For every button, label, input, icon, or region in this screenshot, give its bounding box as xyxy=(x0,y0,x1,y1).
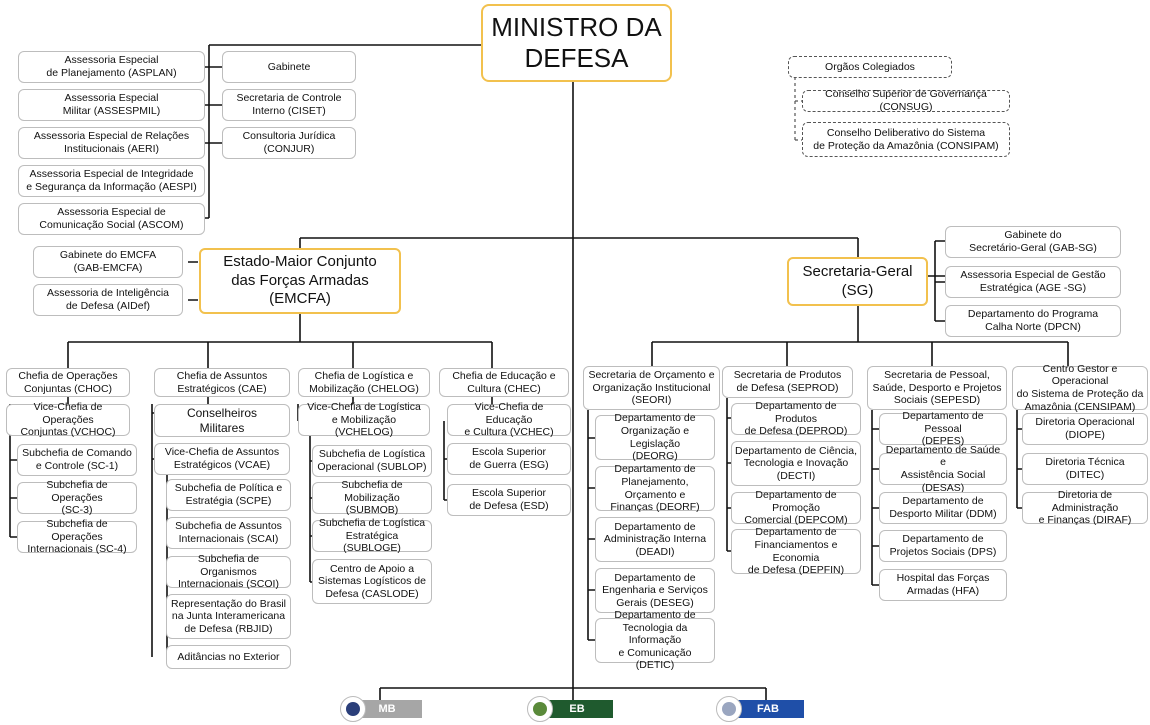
unit-dps[interactable]: Departamento de Projetos Sociais (DPS) xyxy=(879,530,1007,562)
unit-submob[interactable]: Subchefia de Mobilização (SUBMOB) xyxy=(312,479,432,516)
air-force-emblem-icon xyxy=(716,696,742,722)
unit-deorg[interactable]: Departamento de Organização e Legislação… xyxy=(595,412,715,462)
unit-sc4[interactable]: Subchefia de Operações Internacionais (S… xyxy=(17,518,137,555)
force-fab[interactable]: FAB xyxy=(732,700,804,718)
unit-desas[interactable]: Departamento de Saúde e Assistência Soci… xyxy=(879,444,1007,494)
unit-depes[interactable]: Departamento de Pessoal (DEPES) xyxy=(879,410,1007,447)
unit-vchoc[interactable]: Vice-Chefia de Operações Conjuntas (VCHO… xyxy=(6,401,130,438)
unit-chelog[interactable]: Chefia de Logística e Mobilização (CHELO… xyxy=(298,368,430,397)
unit-age-sg[interactable]: Assessoria Especial de Gestão Estratégic… xyxy=(945,266,1121,298)
unit-rbjid[interactable]: Representação do Brasil na Junta Interam… xyxy=(166,594,291,639)
unit-ciset[interactable]: Secretaria de Controle Interno (CISET) xyxy=(222,89,356,121)
unit-diraf[interactable]: Diretoria de Administração e Finanças (D… xyxy=(1022,489,1148,526)
unit-ditec[interactable]: Diretoria Técnica (DITEC) xyxy=(1022,453,1148,485)
emcfa-box[interactable]: Estado-Maior Conjunto das Forças Armadas… xyxy=(199,248,401,314)
unit-esd[interactable]: Escola Superior de Defesa (ESD) xyxy=(447,484,571,516)
unit-vchelog[interactable]: Vice-Chefia de Logística e Mobilização (… xyxy=(298,401,430,438)
unit-gabinete[interactable]: Gabinete xyxy=(222,51,356,83)
unit-asplan[interactable]: Assessoria Especial de Planejamento (ASP… xyxy=(18,51,205,83)
unit-esg[interactable]: Escola Superior de Guerra (ESG) xyxy=(447,443,571,475)
force-eb[interactable]: EB xyxy=(541,700,613,718)
unit-sc1[interactable]: Subchefia de Comando e Controle (SC-1) xyxy=(17,444,137,476)
unit-ddm[interactable]: Departamento de Desporto Militar (DDM) xyxy=(879,492,1007,524)
unit-cae[interactable]: Chefia de Assuntos Estratégicos (CAE) xyxy=(154,368,290,397)
unit-chec[interactable]: Chefia de Educação e Cultura (CHEC) xyxy=(439,368,569,397)
unit-deseg[interactable]: Departamento de Engenharia e Serviços Ge… xyxy=(595,568,715,613)
unit-subloge[interactable]: Subchefia de Logística Estratégica (SUBL… xyxy=(312,517,432,554)
unit-detic[interactable]: Departamento de Tecnologia da Informação… xyxy=(595,609,715,671)
unit-scai[interactable]: Subchefia de Assuntos Internacionais (SC… xyxy=(166,517,291,549)
unit-gab-sg[interactable]: Gabinete do Secretário-Geral (GAB-SG) xyxy=(945,226,1121,258)
unit-vchec[interactable]: Vice-Chefia de Educação e Cultura (VCHEC… xyxy=(447,401,571,438)
unit-aeri[interactable]: Assessoria Especial de Relações Instituc… xyxy=(18,127,205,159)
unit-depcom[interactable]: Departamento de Promoção Comercial (DEPC… xyxy=(731,489,861,526)
unit-aespi[interactable]: Assessoria Especial de Integridade e Seg… xyxy=(18,165,205,197)
unit-conjur[interactable]: Consultoria Jurídica (CONJUR) xyxy=(222,127,356,159)
army-emblem-icon xyxy=(527,696,553,722)
unit-sublop[interactable]: Subchefia de Logística Operacional (SUBL… xyxy=(312,445,432,477)
minister-box[interactable]: MINISTRO DA DEFESA xyxy=(481,4,672,82)
unit-ascom[interactable]: Assessoria Especial de Comunicação Socia… xyxy=(18,203,205,235)
unit-seori[interactable]: Secretaria de Orçamento e Organização In… xyxy=(583,366,720,410)
unit-aditancias[interactable]: Aditâncias no Exterior xyxy=(166,645,291,669)
unit-gab-emcfa[interactable]: Gabinete do EMCFA (GAB-EMCFA) xyxy=(33,246,183,278)
unit-vcae[interactable]: Vice-Chefia de Assuntos Estratégicos (VC… xyxy=(154,443,290,475)
unit-deprod[interactable]: Departamento de Produtos de Defesa (DEPR… xyxy=(731,400,861,437)
unit-scpe[interactable]: Subchefia de Política e Estratégia (SCPE… xyxy=(166,479,291,511)
unit-seprod[interactable]: Secretaria de Produtos de Defesa (SEPROD… xyxy=(722,366,853,398)
unit-decti[interactable]: Departamento de Ciência, Tecnologia e In… xyxy=(731,441,861,486)
unit-diope[interactable]: Diretoria Operacional (DIOPE) xyxy=(1022,413,1148,445)
unit-deadi[interactable]: Departamento de Administração Interna (D… xyxy=(595,517,715,562)
unit-assespmil[interactable]: Assessoria Especial Militar (ASSESPMIL) xyxy=(18,89,205,121)
unit-choc[interactable]: Chefia de Operações Conjuntas (CHOC) xyxy=(6,368,130,397)
force-mb[interactable]: MB xyxy=(352,700,422,718)
unit-dpcn[interactable]: Departamento do Programa Calha Norte (DP… xyxy=(945,305,1121,337)
collegiate-title[interactable]: Orgãos Colegiados xyxy=(788,56,952,78)
unit-aidef[interactable]: Assessoria de Inteligência de Defesa (AI… xyxy=(33,284,183,316)
sg-box[interactable]: Secretaria-Geral (SG) xyxy=(787,257,928,306)
unit-sc3[interactable]: Subchefia de Operações (SC-3) xyxy=(17,479,137,516)
unit-consug[interactable]: Conselho Superior de Governança (CONSUG) xyxy=(802,88,1010,113)
unit-censipam[interactable]: Centro Gestor e Operacional do Sistema d… xyxy=(1012,363,1148,413)
unit-deorf[interactable]: Departamento de Planejamento, Orçamento … xyxy=(595,463,715,513)
navy-emblem-icon xyxy=(340,696,366,722)
unit-consipam[interactable]: Conselho Deliberativo do Sistema de Prot… xyxy=(802,122,1010,157)
unit-sepesd[interactable]: Secretaria de Pessoal, Saúde, Desporto e… xyxy=(867,366,1007,410)
unit-scoi[interactable]: Subchefia de Organismos Internacionais (… xyxy=(166,553,291,590)
unit-depfin[interactable]: Departamento de Financiamentos e Economi… xyxy=(731,526,861,576)
unit-caslode[interactable]: Centro de Apoio a Sistemas Logísticos de… xyxy=(312,559,432,604)
unit-hfa[interactable]: Hospital das Forças Armadas (HFA) xyxy=(879,569,1007,601)
unit-conselheiros[interactable]: Conselheiros Militares xyxy=(154,404,290,437)
